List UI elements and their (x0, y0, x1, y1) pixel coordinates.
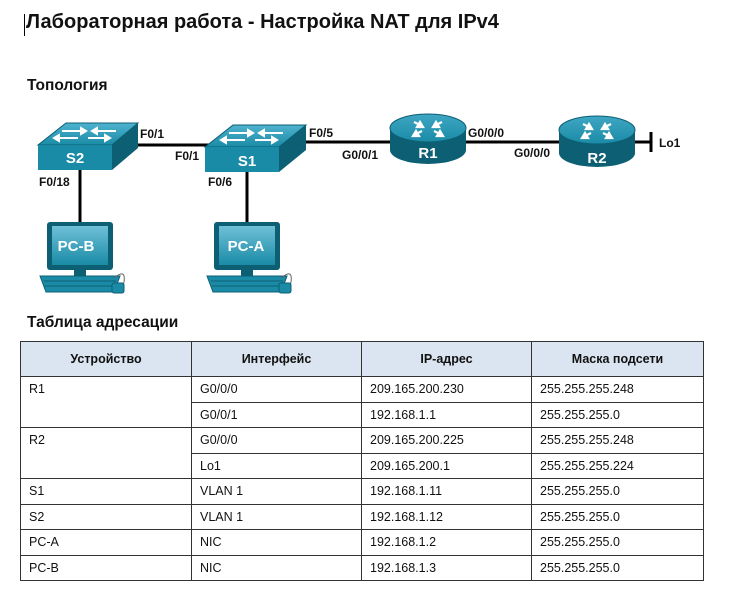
table-row: PC-A NIC 192.168.1.2 255.255.255.0 (20, 529, 704, 556)
column-header-ip: IP-адрес (361, 341, 532, 377)
device-label-s1: S1 (238, 153, 256, 170)
pc-b-icon (39, 222, 125, 294)
port-label-r2-lo1: Lo1 (659, 136, 681, 150)
cell-device: R2 (20, 427, 192, 479)
router-r2-icon (558, 115, 636, 167)
text-cursor (24, 14, 25, 36)
cell-mask: 255.255.255.0 (531, 554, 704, 581)
cell-ip: 192.168.1.11 (361, 478, 532, 505)
cell-mask: 255.255.255.0 (531, 529, 704, 556)
cell-device: S2 (20, 503, 192, 530)
addressing-table: Устройство Интерфейс IP-адрес Маска подс… (20, 341, 704, 581)
cell-interface: VLAN 1 (191, 503, 362, 530)
cell-interface: VLAN 1 (191, 478, 362, 505)
device-label-pca: PC-A (228, 238, 265, 255)
device-label-r2: R2 (587, 150, 606, 167)
device-label-pcb: PC-B (58, 238, 95, 255)
cell-mask: 255.255.255.248 (531, 427, 704, 454)
cell-interface: Lo1 (191, 452, 362, 479)
column-header-mask: Маска подсети (531, 341, 704, 377)
port-label-s2-f01: F0/1 (140, 127, 164, 141)
router-r1-icon (389, 113, 467, 164)
port-label-s1-f01: F0/1 (175, 149, 199, 163)
table-row: R2 G0/0/0 209.165.200.225 255.255.255.24… (20, 427, 704, 479)
cell-ip: 209.165.200.230 (361, 376, 532, 403)
cell-mask: 255.255.255.0 (531, 401, 704, 428)
addressing-table-heading: Таблица адресации (27, 314, 179, 331)
device-label-s2: S2 (66, 150, 84, 167)
cell-ip: 209.165.200.225 (361, 427, 532, 454)
column-header-interface: Интерфейс (191, 341, 362, 377)
switch-s2-icon (36, 122, 140, 170)
cell-interface: G0/0/0 (191, 376, 362, 403)
cell-interface: NIC (191, 529, 362, 556)
cell-device: S1 (20, 478, 192, 505)
cell-ip: 192.168.1.1 (361, 401, 532, 428)
cell-ip: 192.168.1.3 (361, 554, 532, 581)
device-label-r1: R1 (418, 145, 437, 162)
cell-device: R1 (20, 376, 192, 428)
port-label-r1-g001: G0/0/1 (342, 148, 378, 162)
port-label-r2-g000: G0/0/0 (514, 146, 550, 160)
cell-mask: 255.255.255.0 (531, 478, 704, 505)
table-row: R1 G0/0/0 209.165.200.230 255.255.255.24… (20, 376, 704, 428)
cell-device: PC-A (20, 529, 192, 556)
cell-mask: 255.255.255.248 (531, 376, 704, 403)
table-header-row: Устройство Интерфейс IP-адрес Маска подс… (20, 341, 704, 377)
cell-mask: 255.255.255.224 (531, 452, 704, 479)
column-header-device: Устройство (20, 341, 192, 377)
port-label-s2-f018: F0/18 (39, 175, 70, 189)
topology-diagram: S2 S1 R1 (36, 113, 681, 294)
table-row: PC-B NIC 192.168.1.3 255.255.255.0 (20, 554, 704, 581)
topology-heading: Топология (27, 77, 108, 94)
cell-mask: 255.255.255.0 (531, 503, 704, 530)
cell-interface: G0/0/1 (191, 401, 362, 428)
port-label-s1-f05: F0/5 (309, 126, 333, 140)
cell-interface: G0/0/0 (191, 427, 362, 454)
pc-a-icon (206, 222, 292, 294)
cell-device: PC-B (20, 554, 192, 581)
table-row: G0/0/1 192.168.1.1 255.255.255.0 (21, 401, 704, 428)
table-row: S1 VLAN 1 192.168.1.11 255.255.255.0 (20, 478, 704, 505)
page-title: Лабораторная работа - Настройка NAT для … (26, 11, 499, 33)
cell-ip: 192.168.1.2 (361, 529, 532, 556)
switch-s1-icon (203, 124, 308, 172)
cell-ip: 209.165.200.1 (361, 452, 532, 479)
cell-interface: NIC (191, 554, 362, 581)
port-label-r1-g000: G0/0/0 (468, 126, 504, 140)
cell-ip: 192.168.1.12 (361, 503, 532, 530)
port-label-s1-f06: F0/6 (208, 175, 232, 189)
links (78, 132, 653, 222)
table-row: S2 VLAN 1 192.168.1.12 255.255.255.0 (20, 503, 704, 530)
